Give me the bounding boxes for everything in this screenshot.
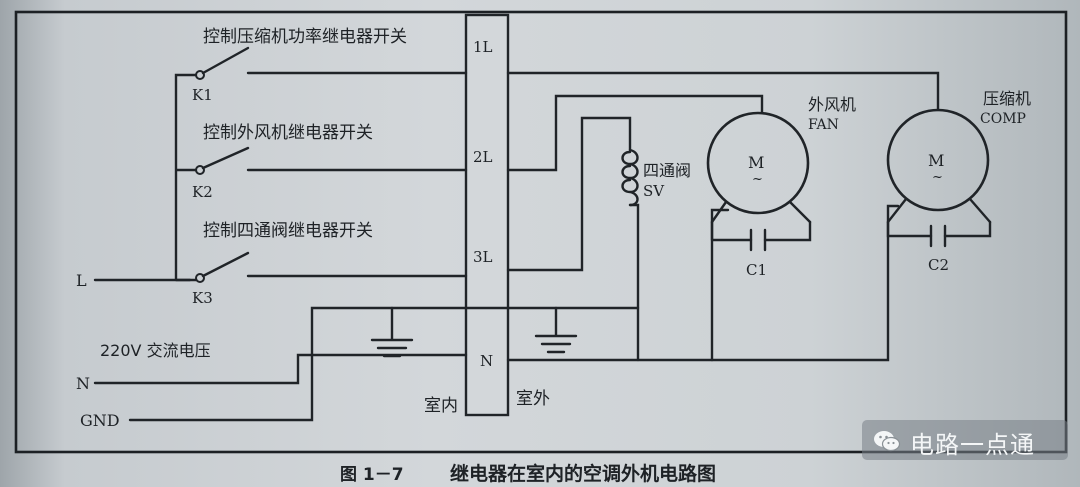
- label-term-n: N: [480, 352, 493, 370]
- comp-lead-n: [710, 204, 900, 362]
- label-fan-tilde: ~: [752, 172, 763, 187]
- label-k2: K2: [192, 183, 213, 201]
- label-line-n: N: [76, 374, 90, 393]
- label-fan-m: M: [748, 153, 764, 172]
- wechat-icon: [874, 431, 901, 452]
- ground-symbol-1: [370, 306, 414, 358]
- label-k2-switch: 控制外风机继电器开关: [203, 123, 373, 143]
- label-fan-en: FAN: [808, 117, 839, 133]
- compressor-motor: [886, 108, 992, 248]
- label-indoor: 室内: [424, 396, 458, 416]
- label-comp-m: M: [928, 151, 944, 170]
- fan-motor: [706, 111, 812, 252]
- label-comp-tilde: ~: [932, 170, 943, 185]
- caption-title: 继电器在室内的空调外机电路图: [450, 462, 716, 485]
- wire-gnd: [128, 306, 640, 422]
- label-k1-switch: 控制压缩机功率继电器开关: [203, 27, 407, 47]
- label-comp-cn: 压缩机: [983, 89, 1031, 108]
- label-term-3l: 3L: [473, 248, 493, 266]
- switch-k2: [195, 146, 468, 175]
- label-line-l: L: [76, 271, 87, 290]
- valve-coil: [621, 148, 639, 207]
- caption-number: 图 1－7: [340, 465, 404, 485]
- wire-n: [93, 353, 468, 385]
- label-k1: K1: [192, 86, 213, 104]
- switch-k3: [195, 251, 468, 283]
- label-line-gnd: GND: [80, 411, 120, 430]
- fan-lead-n: [710, 208, 730, 362]
- label-k3-switch: 控制四通阀继电器开关: [203, 221, 373, 241]
- capacitor-c2: [929, 224, 947, 248]
- switch-k1: [195, 46, 468, 80]
- label-supply: 220V 交流电压: [100, 341, 211, 360]
- ground-symbol-2: [534, 306, 578, 354]
- wire-1l-comp: [506, 71, 940, 112]
- watermark-text: 电路一点通: [910, 431, 1035, 459]
- label-c2: C2: [928, 256, 949, 274]
- label-term-2l: 2L: [473, 148, 493, 166]
- label-valve-en: SV: [643, 182, 665, 200]
- label-term-1l: 1L: [473, 38, 493, 56]
- label-k3: K3: [192, 289, 213, 307]
- supply-lines: [93, 278, 640, 422]
- label-outdoor: 室外: [516, 389, 550, 409]
- outdoor-wiring: [506, 71, 940, 362]
- wire-2l-fan: [506, 94, 764, 172]
- label-valve-cn: 四通阀: [643, 161, 691, 180]
- terminal-block: [464, 13, 510, 417]
- valve-return: [628, 203, 640, 362]
- capacitor-c1: [749, 228, 767, 252]
- label-c1: C1: [746, 261, 767, 279]
- wire-3l-valve: [506, 116, 632, 272]
- label-comp-en: COMP: [980, 111, 1026, 127]
- diagram-frame: [14, 10, 1068, 454]
- switch-bus: [174, 73, 198, 282]
- label-fan-cn: 外风机: [808, 95, 856, 114]
